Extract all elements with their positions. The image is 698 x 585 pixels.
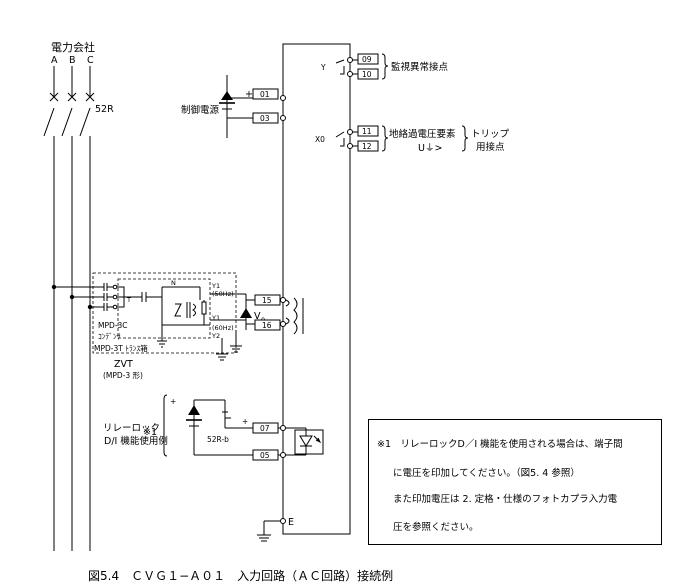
di-note-ref: ※1 <box>143 427 157 438</box>
zvt-60hz-label: (60Hz) <box>212 324 234 332</box>
terminal-09-label: 09 <box>362 55 372 64</box>
zvt-transformer <box>157 286 246 348</box>
y-contact-label: Y <box>320 63 326 72</box>
relay-body <box>282 43 351 535</box>
zvt-y1-60-label: Y1 <box>211 314 220 322</box>
terminal-01-box <box>252 88 279 100</box>
terminal-05-label: 05 <box>260 451 270 460</box>
terminal-11-label: 11 <box>362 127 372 136</box>
zvt-50hz-label: (50Hz) <box>212 290 234 298</box>
terminal-03-label: 03 <box>260 114 270 123</box>
di-circuit <box>163 394 324 458</box>
supply-lines <box>43 66 91 551</box>
control-power-label: 制御電源 <box>181 104 220 116</box>
earth-terminal <box>257 518 286 542</box>
di-plus-left: + <box>170 397 176 406</box>
zvt-mpd3c-label: MPD-3C <box>98 321 127 330</box>
breaker-label: 52R <box>95 104 114 115</box>
zvt-tap-wiring <box>51 284 98 310</box>
note-line-1: ※1 リレーロックD／I 機能を使用される場合は、端子間 <box>377 439 623 450</box>
terminal-10-label: 10 <box>362 70 372 79</box>
note-line-3: また印加電圧は 2. 定格・仕様のフォトカプラ入力電 <box>393 494 618 505</box>
zvt-name-label: ZVT <box>114 359 133 370</box>
zvt-y2-label: Y2 <box>211 332 220 340</box>
monitor-contact-label: 監視異常接点 <box>391 61 449 73</box>
zvt-y1-50-label: Y1 <box>211 282 220 290</box>
ground-overvoltage-label: 地絡過電圧要素 <box>389 128 456 140</box>
di-contact-label: 52R-b <box>207 435 229 444</box>
supply-title: 電力会社 <box>51 40 95 54</box>
note-box: ※1 リレーロックD／I 機能を使用される場合は、端子間 に電圧を印加してくださ… <box>368 419 662 545</box>
terminal-11-box <box>357 125 379 137</box>
v0-symbol: V <box>254 311 261 322</box>
terminal-12-label: 12 <box>362 142 372 151</box>
figure-caption: 図5.4 ＣＶＧ１−Ａ０１ 入力回路（ＡＣ回路）接続例 <box>88 569 394 583</box>
terminal-e-label: E <box>288 517 294 528</box>
di-title-line2: D/I 機能使用例 <box>104 435 168 447</box>
di-plus-right: + <box>242 417 248 426</box>
zvt-model-label: (MPD-3 形) <box>103 371 143 380</box>
terminal-16-label: 16 <box>262 321 272 330</box>
phase-b-label: B <box>69 55 76 66</box>
zvt-ground-symbols <box>216 330 242 361</box>
note-line-2: に電圧を印加してください。（図5. 4 参照） <box>393 468 580 479</box>
trip-label-line2: 用接点 <box>476 141 505 153</box>
zvt-n-label: N <box>171 279 176 287</box>
terminal-09-box <box>357 53 379 65</box>
control-power-circuit <box>219 75 245 138</box>
zvt-box <box>92 272 237 354</box>
zvt-inner-box <box>117 278 211 339</box>
ground-overvoltage-symbol: U⏚> <box>418 143 442 154</box>
di-title-line1: リレーロック <box>103 423 160 434</box>
zvt-capacitors <box>98 283 162 311</box>
terminal-15-box <box>254 294 281 306</box>
zvt-capacitor-label: ｺﾝﾃﾞﾝｻ <box>98 332 121 341</box>
breaker-52r-symbol <box>49 92 95 102</box>
note-line-4: 圧を参照ください。 <box>393 522 479 533</box>
terminal-16-box <box>254 319 281 331</box>
control-power-plus: + <box>245 89 253 100</box>
phase-a-label: A <box>51 55 58 66</box>
zvt-t-label: T <box>126 296 131 304</box>
zvt-mpd3t-label: MPD-3T ﾄﾗﾝｽ箱 <box>94 343 148 353</box>
trip-label-line1: トリップ <box>471 129 510 140</box>
terminal-01-label: 01 <box>260 90 270 99</box>
terminal-15-label: 15 <box>262 296 272 305</box>
terminal-07-label: 07 <box>260 424 270 433</box>
phase-c-label: C <box>87 55 94 66</box>
x0-contact-label: X0 <box>315 135 325 144</box>
